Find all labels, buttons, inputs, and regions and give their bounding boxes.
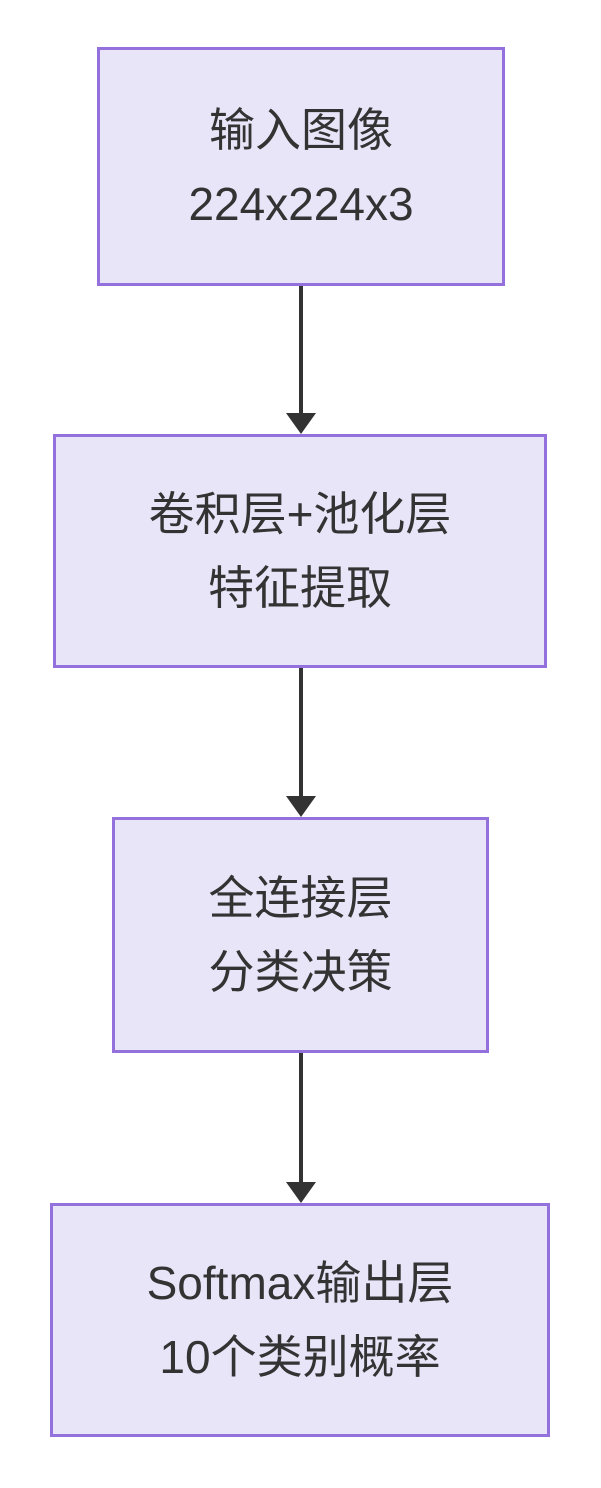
- node-label-line: 特征提取: [208, 562, 392, 614]
- node-label-line: 卷积层+池化层: [148, 488, 452, 540]
- arrowhead-down-icon: [285, 1182, 316, 1203]
- arrowhead-down-icon: [285, 413, 316, 434]
- node-label-line: Softmax输出层: [146, 1257, 454, 1309]
- arrow-input-to-conv: [0, 286, 601, 434]
- node-input-image: 输入图像 224x224x3: [97, 47, 505, 286]
- node-label-line: 分类决策: [208, 946, 393, 998]
- arrow-shaft: [298, 1053, 303, 1182]
- node-label-line: 输入图像: [209, 103, 393, 156]
- node-label-line: 全连接层: [208, 872, 393, 924]
- node-fully-connected: 全连接层 分类决策: [112, 817, 489, 1053]
- node-softmax-output: Softmax输出层 10个类别概率: [50, 1203, 550, 1437]
- arrow-fc-to-softmax: [0, 1053, 601, 1203]
- arrow-conv-to-fc: [0, 668, 601, 817]
- arrow-shaft: [298, 286, 303, 413]
- node-conv-pooling: 卷积层+池化层 特征提取: [53, 434, 547, 668]
- node-label-line: 10个类别概率: [159, 1331, 441, 1383]
- arrowhead-down-icon: [285, 796, 316, 817]
- node-label-line: 224x224x3: [188, 177, 414, 230]
- arrow-shaft: [298, 668, 303, 796]
